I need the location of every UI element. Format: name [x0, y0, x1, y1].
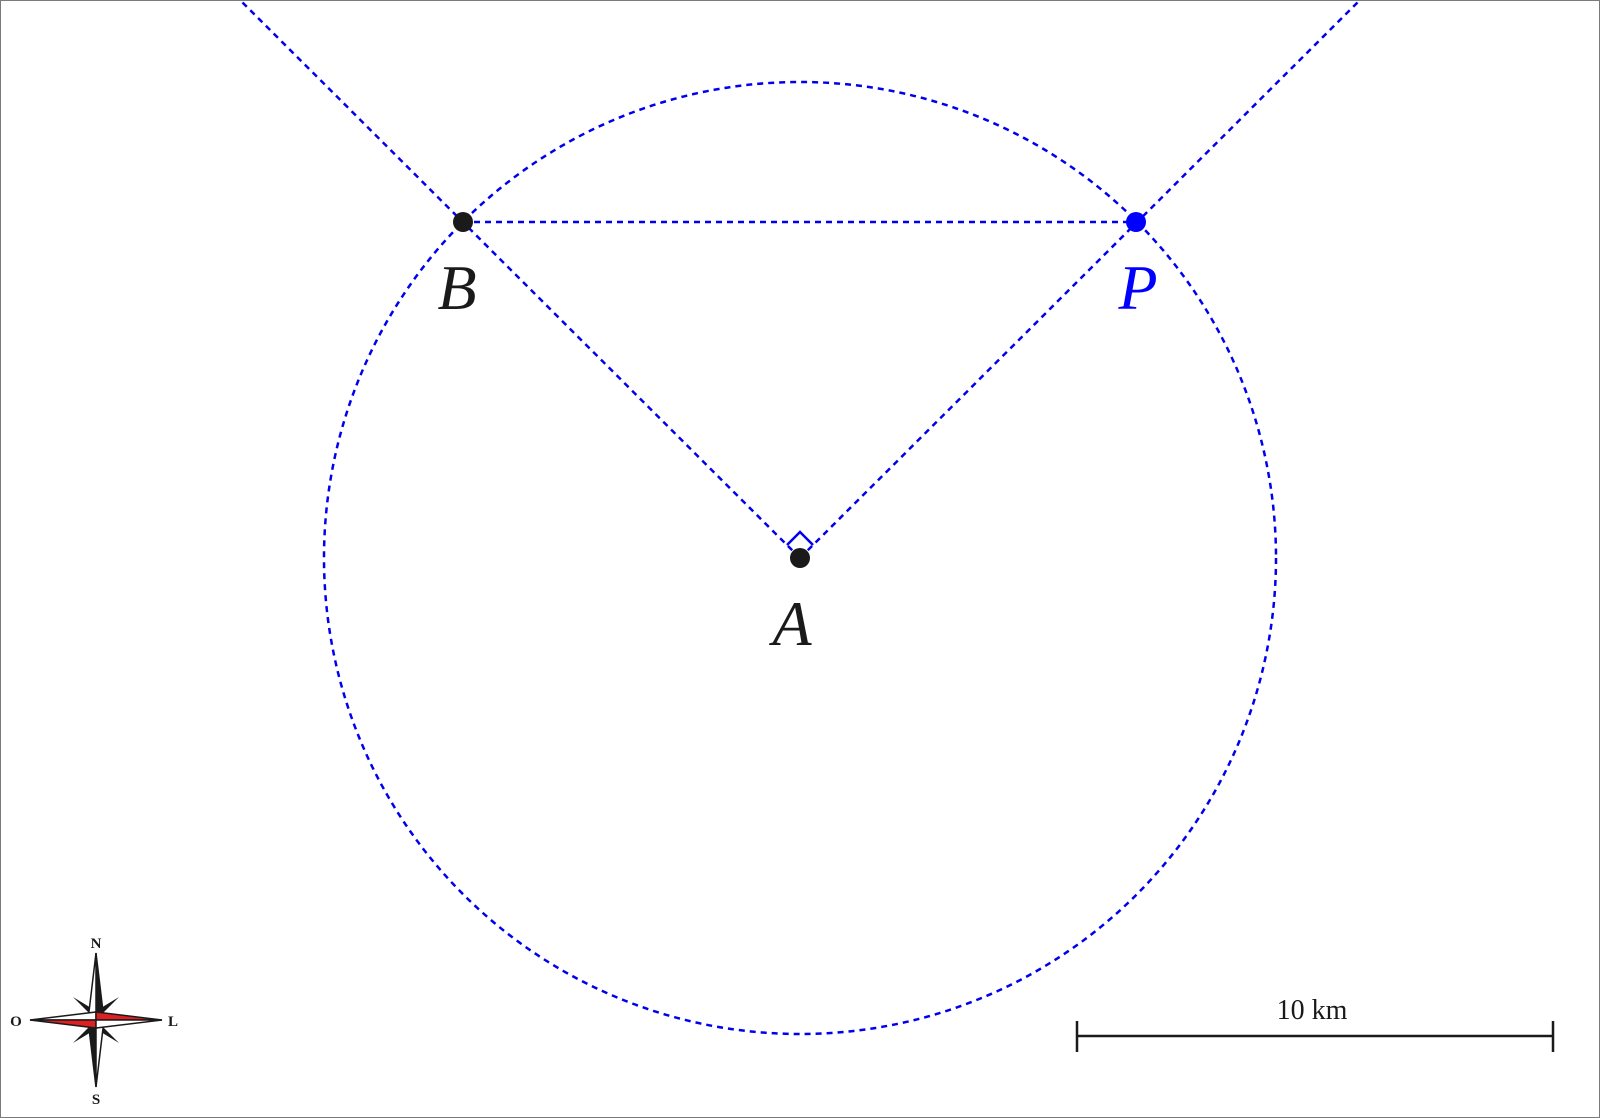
line-through-a-and-p [799, 0, 1361, 559]
compass-rose: N S L O [10, 936, 178, 1108]
compass-south-label: S [92, 1092, 100, 1108]
scale-bar [1075, 1021, 1555, 1052]
compass-west-label: O [10, 1014, 22, 1030]
point-p-label: P [1117, 252, 1157, 323]
scale-bar-label: 10 km [1277, 995, 1348, 1026]
point-b-label: B [437, 252, 476, 323]
construction-lines [239, 0, 1361, 1036]
line-through-a-and-b [239, 0, 801, 559]
point-b-marker[interactable] [453, 212, 473, 232]
right-angle-marker [786, 530, 814, 546]
compass-east-label: L [168, 1014, 178, 1030]
point-a-marker[interactable] [790, 548, 810, 568]
circle-centered-at-a [322, 80, 1278, 1036]
compass-north-label: N [91, 936, 102, 952]
point-p-marker[interactable] [1126, 212, 1146, 232]
compass-east-west-arms [29, 1011, 163, 1029]
point-a-label: A [768, 588, 812, 659]
